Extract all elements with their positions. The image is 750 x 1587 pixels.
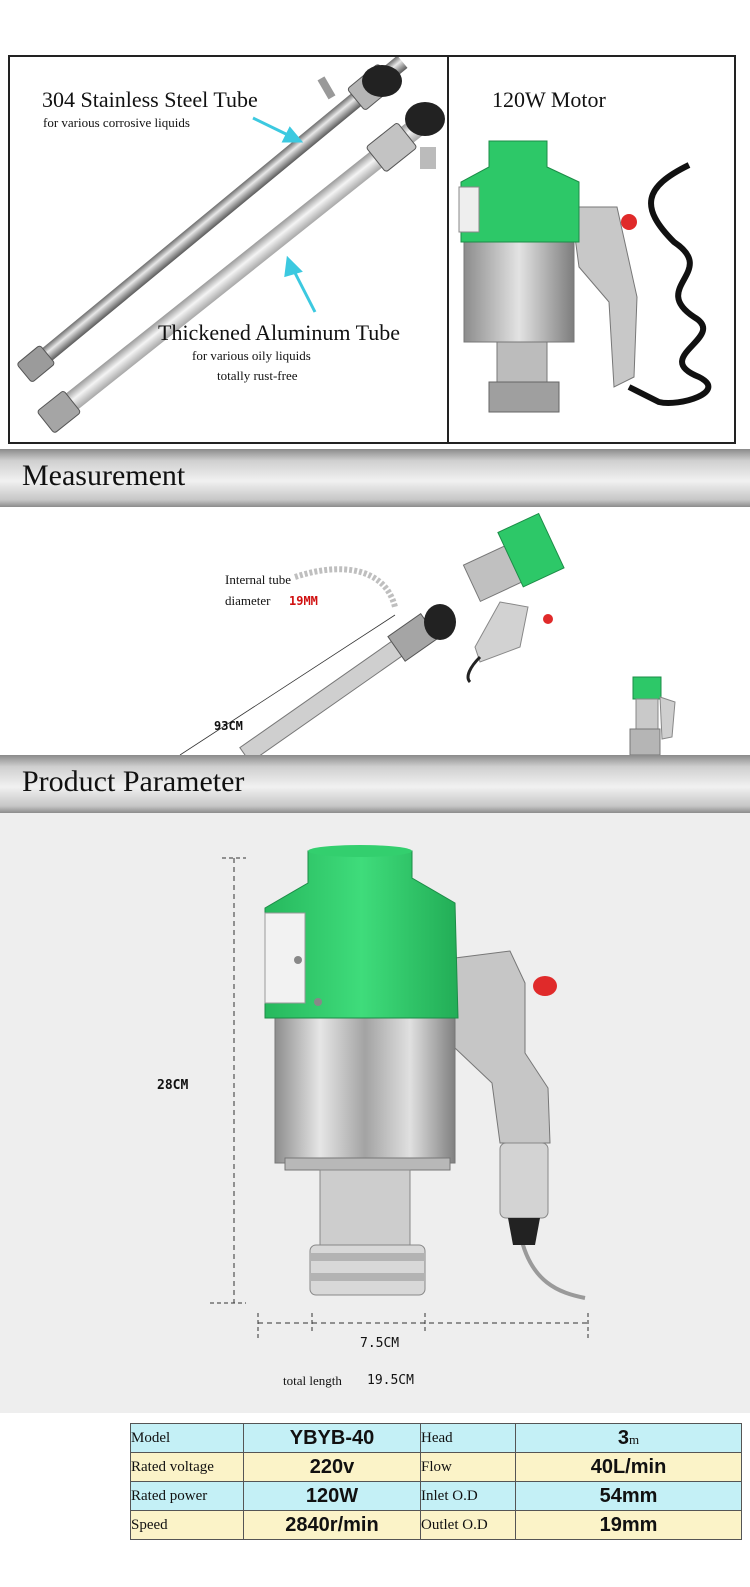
head-value: 3	[617, 1426, 629, 1449]
param-value: 19mm	[515, 1510, 742, 1540]
aluminum-tube-title: Thickened Aluminum Tube	[158, 320, 400, 345]
param-key: Speed	[130, 1510, 244, 1540]
diameter-value: 19MM	[289, 594, 318, 608]
red-button-icon	[533, 976, 557, 996]
param-value: 54mm	[515, 1481, 742, 1511]
param-key: Flow	[420, 1452, 516, 1482]
table-row: Speed 2840r/min Outlet O.D 19mm	[130, 1510, 742, 1540]
motor-illustration	[458, 140, 712, 413]
param-value: 220v	[243, 1452, 421, 1482]
param-value: YBYB-40	[243, 1423, 421, 1453]
total-length-value: 19.5CM	[367, 1373, 414, 1388]
product-section: 28CM 7.5CM total length 19.5CM	[0, 813, 750, 1413]
aluminum-tube-note: totally rust-free	[217, 368, 298, 383]
param-key: Rated voltage	[130, 1452, 244, 1482]
table-row: Rated voltage 220v Flow 40L/min	[130, 1452, 742, 1482]
param-key: Inlet O.D	[420, 1481, 516, 1511]
product-parameter-title: Product Parameter	[22, 765, 245, 798]
height-dimension: 28CM	[157, 1078, 189, 1093]
motor-title: 120W Motor	[492, 87, 606, 112]
param-value: 120W	[243, 1481, 421, 1511]
param-value: 3m	[515, 1423, 742, 1453]
diameter-label: Internal tube	[225, 572, 292, 587]
diameter-label-line2: diameter	[225, 593, 271, 608]
param-value: 40L/min	[515, 1452, 742, 1482]
power-cable	[627, 162, 712, 406]
tube-length-value: 93CM	[214, 719, 243, 733]
red-button-icon	[621, 214, 637, 230]
arrow-icon	[252, 116, 317, 313]
parameter-table: Model YBYB-40 Head 3m Rated voltage 220v…	[130, 1423, 742, 1540]
table-row: Model YBYB-40 Head 3m	[130, 1423, 742, 1453]
measurement-header: Measurement	[0, 449, 750, 507]
param-key: Outlet O.D	[420, 1510, 516, 1540]
pump-illustration	[210, 845, 589, 1338]
table-row: Rated power 120W Inlet O.D 54mm	[130, 1481, 742, 1511]
steel-tube-subtitle: for various corrosive liquids	[43, 115, 190, 130]
aluminum-tube	[37, 114, 430, 433]
measurement-section: Internal tube diameter 19MM 93CM	[0, 507, 750, 755]
product-parameter-header: Product Parameter	[0, 755, 750, 813]
head-unit: m	[629, 1431, 640, 1447]
tubes-illustration	[17, 57, 445, 433]
param-key: Head	[420, 1423, 516, 1453]
measurement-title: Measurement	[22, 459, 186, 492]
motor-panel: 120W Motor	[447, 55, 736, 444]
width-dimension: 7.5CM	[360, 1336, 400, 1351]
steel-tube-title: 304 Stainless Steel Tube	[42, 87, 258, 112]
param-value: 2840r/min	[243, 1510, 421, 1540]
aluminum-tube-subtitle: for various oily liquids	[192, 348, 311, 363]
tubes-panel: 304 Stainless Steel Tube for various cor…	[8, 55, 449, 444]
measurement-illustration	[179, 512, 676, 755]
total-length-label: total length	[283, 1373, 342, 1388]
param-key: Model	[130, 1423, 244, 1453]
param-key: Rated power	[130, 1481, 244, 1511]
